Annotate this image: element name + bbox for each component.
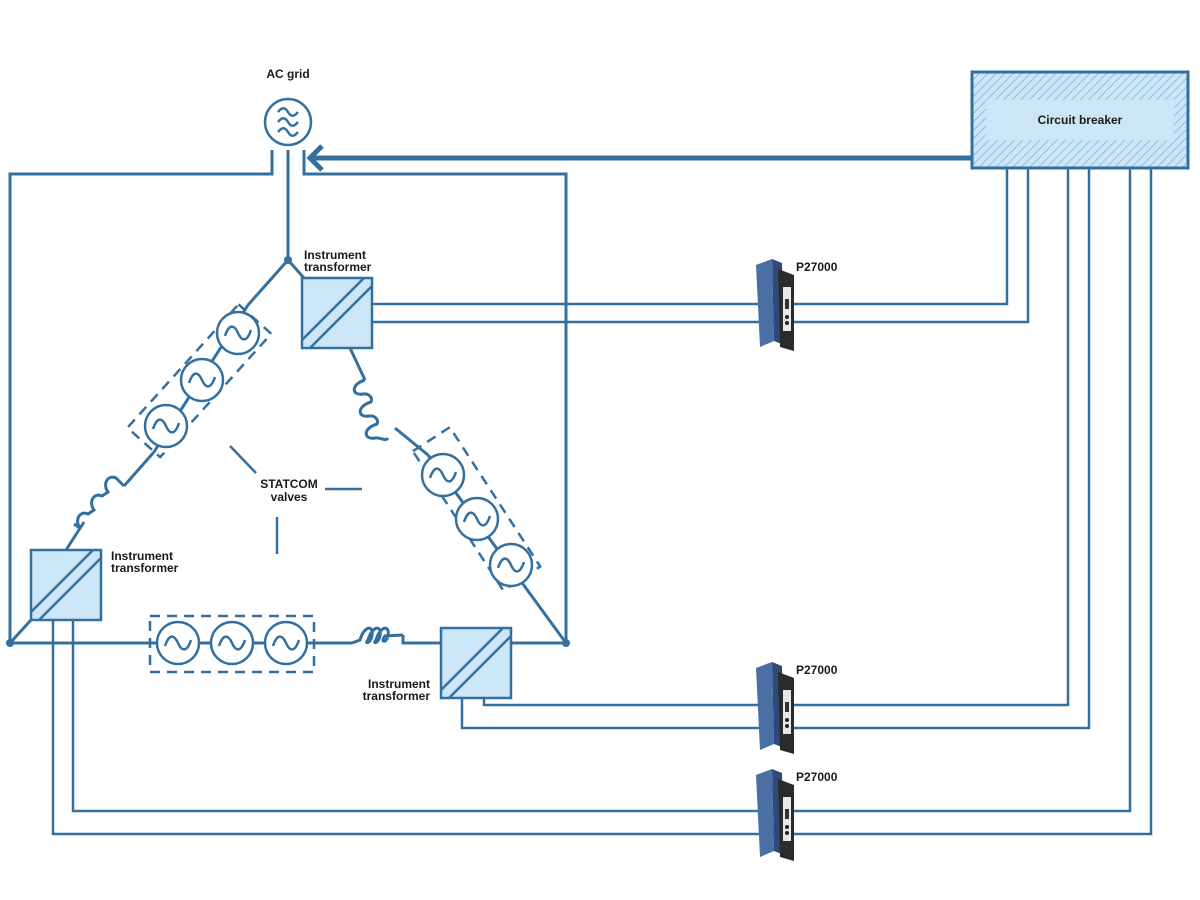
junction-node-right (562, 639, 570, 647)
din-rail-module-icon (756, 662, 794, 754)
instrument-transformer-left-label-1: Instrument (111, 549, 173, 563)
instrument-transformer-icon (300, 276, 374, 350)
wire-left-itx-node (8, 618, 33, 645)
wire-top-left-arm (246, 259, 290, 306)
isolation-amplifier-2: P27000 (756, 662, 838, 754)
instrument-transformer-icon (439, 626, 513, 700)
wire-left-itx-out-a (71, 168, 1132, 813)
reactor-coil-left-icon (73, 475, 126, 530)
wire-grid-right-loop (302, 150, 568, 643)
wire-left-arm-lower (122, 451, 156, 487)
callout-leader-left (229, 445, 257, 474)
wire-top-itx-out-a (372, 168, 1009, 306)
reactor-coil-right-icon (352, 378, 390, 442)
ac-valve-icon (155, 620, 201, 666)
ac-valve-icon (420, 452, 466, 498)
ac-valve-icon (215, 310, 261, 356)
statcom-valves-callout: STATCOM valves (229, 445, 362, 554)
ac-valve-icon (179, 357, 225, 403)
wiring (8, 144, 1153, 836)
p27000-label: P27000 (796, 663, 838, 677)
isolation-amplifier-1: P27000 (756, 259, 838, 351)
din-rail-module-icon (756, 769, 794, 861)
wire-top-node-itx (286, 259, 306, 279)
instrument-transformer-bottom-label-2: transformer (363, 689, 431, 703)
isolation-amplifier-3: P27000 (756, 769, 838, 861)
wire-bottom-coil-itx (401, 635, 440, 645)
instrument-transformer-icon (29, 548, 103, 622)
statcom-label-1: STATCOM (260, 477, 318, 491)
valve-group-left-arm (125, 302, 273, 459)
ac-grid-label: AC grid (266, 67, 309, 81)
ac-valve-icon (263, 620, 309, 666)
p27000-label: P27000 (796, 260, 838, 274)
wire-bottom-itx-out-a (482, 168, 1070, 707)
ac-valve-icon (143, 403, 189, 449)
circuit-breaker: Circuit breaker (970, 70, 1190, 170)
wire-right-arm-node (518, 579, 568, 644)
instrument-transformer-left: Instrument transformer (29, 548, 179, 622)
junction-node-left (6, 639, 14, 647)
wire-top-itx-coil (348, 347, 367, 381)
ac-source-triple-wave-icon (263, 97, 313, 147)
ac-valve-icon (488, 542, 534, 588)
instrument-transformer-top-label-2: transformer (304, 260, 372, 274)
instrument-transformer-bottom: Instrument transformer (363, 626, 513, 703)
wire-grid-left-loop (8, 150, 274, 643)
instrument-transformer-top-label-1: Instrument (304, 248, 366, 262)
circuit-breaker-label: Circuit breaker (1038, 113, 1123, 127)
valve-group-frame (411, 425, 542, 593)
circuit-breaker-label-band (986, 100, 1174, 140)
reactor-coil-bottom-icon (351, 626, 404, 645)
valve-group-bottom-arm (148, 614, 316, 674)
trip-arrow-head (306, 144, 324, 172)
statcom-label-2: valves (271, 490, 308, 504)
ac-valve-icon (454, 496, 500, 542)
instrument-transformer-top: Instrument transformer (300, 248, 374, 350)
valve-group-right-arm (411, 425, 542, 593)
ac-valve-icon (209, 620, 255, 666)
wire-coil-right-arm (394, 426, 429, 457)
junction-node-top (284, 256, 292, 264)
wire-left-itx-out-b (51, 168, 1153, 836)
wire-top-itx-out-b (372, 168, 1030, 324)
instrument-transformer-left-label-2: transformer (111, 561, 179, 575)
ac-grid: AC grid (263, 67, 313, 147)
p27000-label: P27000 (796, 770, 838, 784)
instrument-transformer-bottom-label-1: Instrument (368, 677, 430, 691)
wire-left-coil-to-itx (64, 521, 86, 551)
din-rail-module-icon (756, 259, 794, 351)
